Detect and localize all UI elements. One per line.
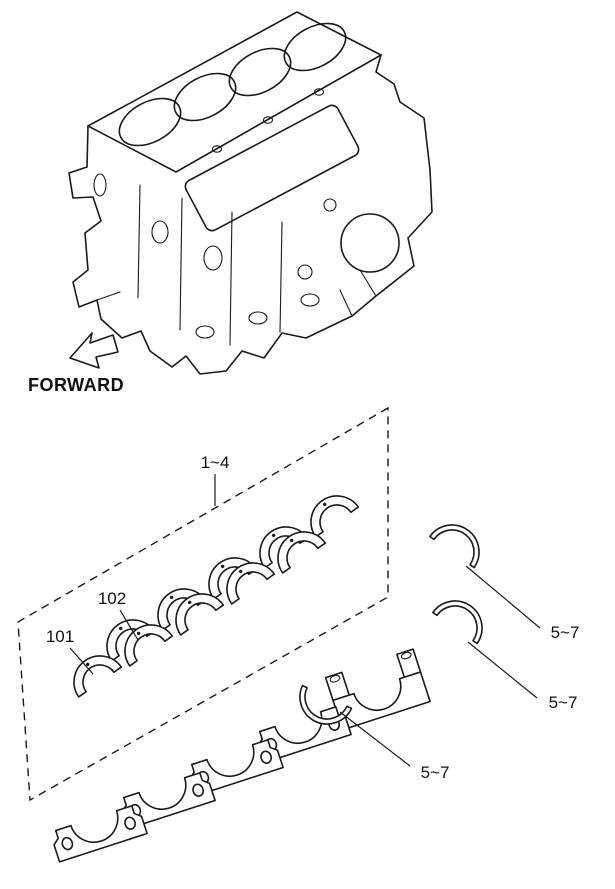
thrust-washer bbox=[429, 513, 491, 569]
bearing-cap bbox=[49, 803, 148, 863]
round-cover bbox=[340, 213, 400, 273]
engine-block-outline bbox=[68, 11, 433, 375]
leader-line bbox=[465, 565, 541, 629]
bearing-caps bbox=[49, 648, 431, 863]
callout-1-4: 1~4 bbox=[201, 453, 230, 472]
forward-arrow-icon bbox=[69, 332, 119, 369]
side-cover-face bbox=[184, 104, 360, 232]
leader-line bbox=[339, 711, 411, 767]
bearing-cap-detailed bbox=[324, 648, 431, 731]
deck-edges bbox=[87, 54, 382, 173]
thrust-washers bbox=[290, 513, 494, 734]
callout-102: 102 bbox=[98, 589, 126, 608]
bearing-shell bbox=[299, 484, 360, 538]
callout-5-7-a: 5~7 bbox=[551, 623, 580, 642]
leader-line bbox=[467, 641, 538, 699]
callout-5-7-c: 5~7 bbox=[421, 763, 450, 782]
leader-line bbox=[119, 609, 139, 641]
block-details bbox=[93, 173, 377, 346]
engine-block-illustration bbox=[68, 11, 433, 375]
thrust-washer bbox=[432, 589, 494, 645]
forward-label: FORWARD bbox=[28, 375, 124, 395]
callout-5-7-b: 5~7 bbox=[549, 693, 578, 712]
group-boundary bbox=[17, 406, 389, 802]
leader-line bbox=[69, 647, 94, 675]
callout-101: 101 bbox=[46, 627, 74, 646]
cylinder-bores bbox=[118, 22, 347, 153]
